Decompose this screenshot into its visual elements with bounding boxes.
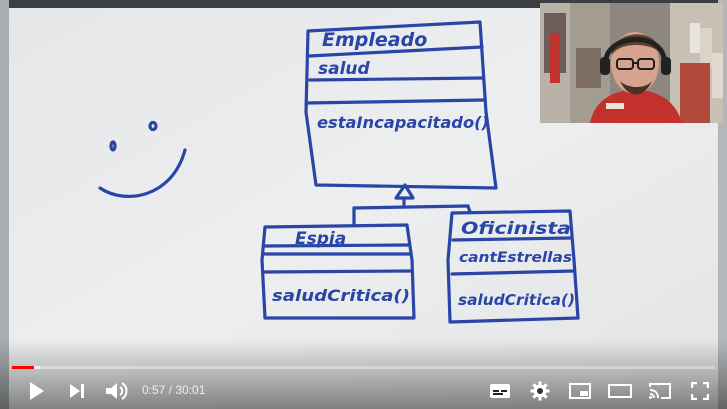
method-esta-incapacitado: estaIncapacitado() [317,113,489,132]
play-icon [30,381,44,400]
time-current: 0:57 [142,383,166,397]
uml-class-empleado [304,20,498,190]
cast-button[interactable] [645,372,675,409]
player-controls: 0:57 / 30:01 [0,372,727,409]
method-salud-critica-espia: saludCritica() [272,286,410,305]
volume-button[interactable] [100,372,134,409]
fullscreen-button[interactable] [686,372,714,409]
miniplayer-icon [569,382,591,399]
theater-mode-icon [608,383,632,398]
uml-class-espia [260,223,416,320]
fullscreen-icon [691,381,709,400]
next-icon [70,383,84,398]
play-button[interactable] [20,372,54,409]
time-total: 30:01 [175,383,206,397]
attribute-salud: salud [318,59,371,79]
time-separator: / [165,383,176,397]
time-display: 0:57 / 30:01 [142,372,205,409]
next-button[interactable] [62,372,92,409]
method-salud-critica-oficinista: saludCritica() [458,291,575,309]
subtitles-button[interactable] [486,372,514,409]
cast-icon [649,382,671,399]
uml-class-oficinista [446,209,580,324]
progress-played [12,366,35,369]
class-name-espia: Espia [295,229,346,249]
subtitles-icon [490,383,510,398]
webcam-overlay [540,3,723,123]
class-name-oficinista: Oficinista [461,219,571,239]
theater-mode-button[interactable] [605,372,635,409]
miniplayer-button[interactable] [565,372,595,409]
gear-icon [530,381,550,400]
settings-button[interactable] [526,372,554,409]
class-name-empleado: Empleado [322,29,427,51]
volume-icon [106,381,128,400]
inheritance-arrow [352,183,472,226]
smiley-face [98,120,187,198]
controls-gradient [0,339,727,409]
attribute-cant-estrellas: cantEstrellas [459,250,572,266]
progress-bar[interactable] [12,366,715,369]
